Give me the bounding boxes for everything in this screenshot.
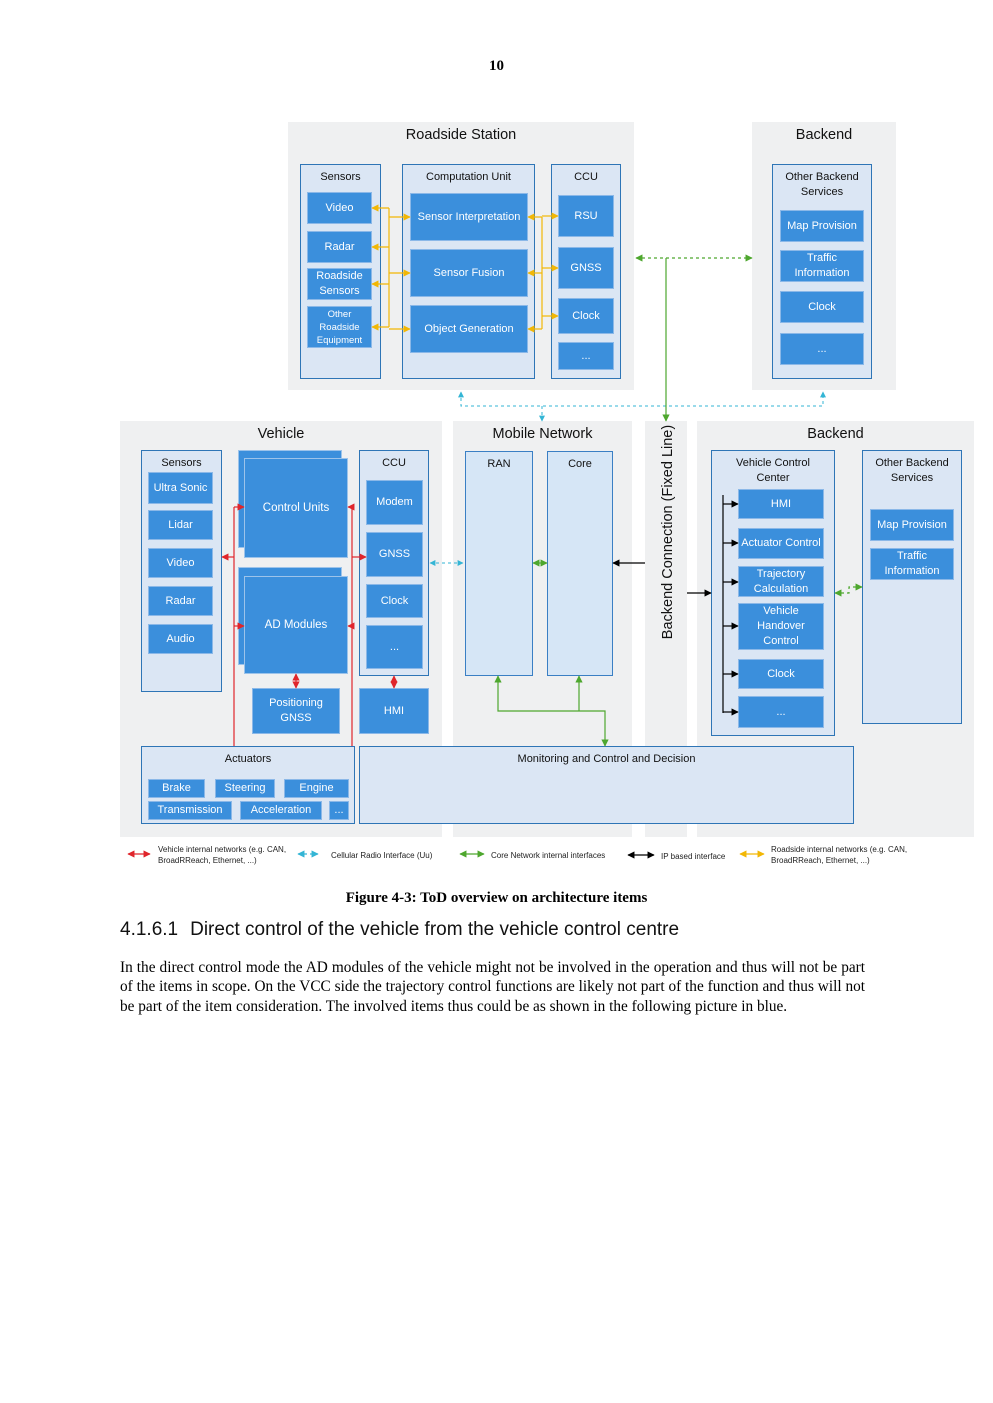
core-box: Core [547, 451, 613, 676]
trajectory-calculation-box: Trajectory Calculation [738, 566, 824, 597]
other-roadside-equipment-box: Other Roadside Equipment [307, 306, 372, 348]
top-other-backend-services-title: Other Backend Services [785, 171, 859, 198]
legend-roadside-internal: Roadside internal networks (e.g. CAN, Br… [771, 845, 908, 865]
actuators-title: Actuators [224, 753, 272, 765]
ad-modules-box: AD Modules [244, 576, 348, 674]
object-generation-box: Object Generation [410, 305, 528, 353]
section-number: 4.1.6.1 [120, 919, 179, 940]
vehicle-clock-box: Clock [366, 584, 423, 618]
backend-bottom-title: Backend [807, 426, 864, 442]
body-paragraph: In the direct control mode the AD module… [120, 959, 865, 1015]
brake-box: Brake [148, 779, 205, 798]
roadside-sensors-box: Roadside Sensors [307, 268, 372, 300]
ran-title: RAN [487, 458, 511, 470]
vehicle-sensors-title: Sensors [161, 457, 202, 469]
vehicle-ccu-title: CCU [382, 457, 406, 469]
vehicle-hmi-box: HMI [359, 688, 429, 734]
vehicle-video-box: Video [148, 548, 213, 578]
vehicle-radar-box: Radar [148, 586, 213, 616]
vehicle-internal-links [221, 503, 398, 746]
roadside-ellipsis-box: ... [558, 342, 614, 370]
top-map-provision-box: Map Provision [780, 210, 864, 242]
ran-box: RAN [465, 451, 533, 676]
connection-lines [127, 204, 863, 859]
backend-top-title: Backend [795, 127, 853, 143]
ultra-sonic-box: Ultra Sonic [148, 472, 213, 504]
bottom-traffic-information-box: Traffic Information [870, 548, 954, 580]
vehicle-title: Vehicle [257, 426, 305, 442]
roadside-internal-links [371, 204, 559, 333]
rsu-box: RSU [558, 195, 614, 237]
legend-ip-based: IP based interface [661, 852, 726, 861]
page-number: 10 [489, 58, 504, 74]
monitoring-title: Monitoring and Control and Decision [517, 753, 696, 765]
figure-caption: Figure 4-3: ToD overview on architecture… [345, 890, 648, 906]
section-title: Direct control of the vehicle from the v… [190, 919, 680, 940]
roadside-gnss-box: GNSS [558, 247, 614, 289]
mobile-network-title: Mobile Network [492, 426, 593, 442]
legend-core-network: Core Network internal interfaces [491, 851, 606, 860]
modem-box: Modem [366, 480, 423, 525]
core-title: Core [568, 458, 592, 470]
positioning-gnss-box: Positioning GNSS [252, 688, 340, 734]
vcc-ellipsis-box: ... [738, 696, 824, 728]
bottom-other-backend-services-group: Other Backend Services [862, 450, 962, 724]
steering-box: Steering [215, 779, 275, 798]
control-units-box: Control Units [244, 458, 348, 558]
core-network-links [494, 254, 863, 747]
top-clock-box: Clock [780, 291, 864, 323]
legend-vehicle-internal: Vehicle internal networks (e.g. CAN, Bro… [158, 845, 287, 865]
legend-cellular-radio: Cellular Radio Interface (Uu) [331, 851, 433, 860]
vehicle-gnss-box: GNSS [366, 532, 423, 577]
bottom-map-provision-box: Map Provision [870, 509, 954, 541]
transmission-box: Transmission [148, 801, 232, 820]
roadside-video-box: Video [307, 192, 372, 224]
vehicle-ellipsis-box: ... [366, 625, 423, 669]
section-heading: 4.1.6.1 Direct control of the vehicle fro… [120, 919, 679, 941]
sensor-fusion-box: Sensor Fusion [410, 249, 528, 297]
audio-box: Audio [148, 624, 213, 654]
top-traffic-information-box: Traffic Information [780, 250, 864, 282]
vcc-clock-box: Clock [738, 659, 824, 689]
roadside-station-title: Roadside Station [405, 127, 517, 143]
actuator-control-box: Actuator Control [738, 528, 824, 559]
lidar-box: Lidar [148, 510, 213, 540]
top-ellipsis-box: ... [780, 333, 864, 365]
ip-links [612, 495, 739, 716]
vcc-hmi-box: HMI [738, 489, 824, 519]
roadside-ccu-title: CCU [574, 171, 598, 183]
roadside-sensors-title: Sensors [320, 171, 361, 183]
computation-unit-title: Computation Unit [426, 171, 511, 183]
cellular-radio-links [429, 391, 826, 566]
bottom-other-backend-services-title: Other Backend Services [875, 457, 949, 484]
monitoring-group: Monitoring and Control and Decision [359, 746, 854, 824]
legend-arrows [127, 850, 765, 859]
actuators-ellipsis-box: ... [329, 801, 349, 820]
architecture-diagram: Roadside Station Sensors Video Radar Roa… [120, 122, 974, 865]
acceleration-box: Acceleration [240, 801, 322, 820]
vcc-title: Vehicle Control Center [736, 457, 810, 484]
engine-box: Engine [284, 779, 349, 798]
vehicle-handover-control-box: Vehicle Handover Control [738, 603, 824, 650]
